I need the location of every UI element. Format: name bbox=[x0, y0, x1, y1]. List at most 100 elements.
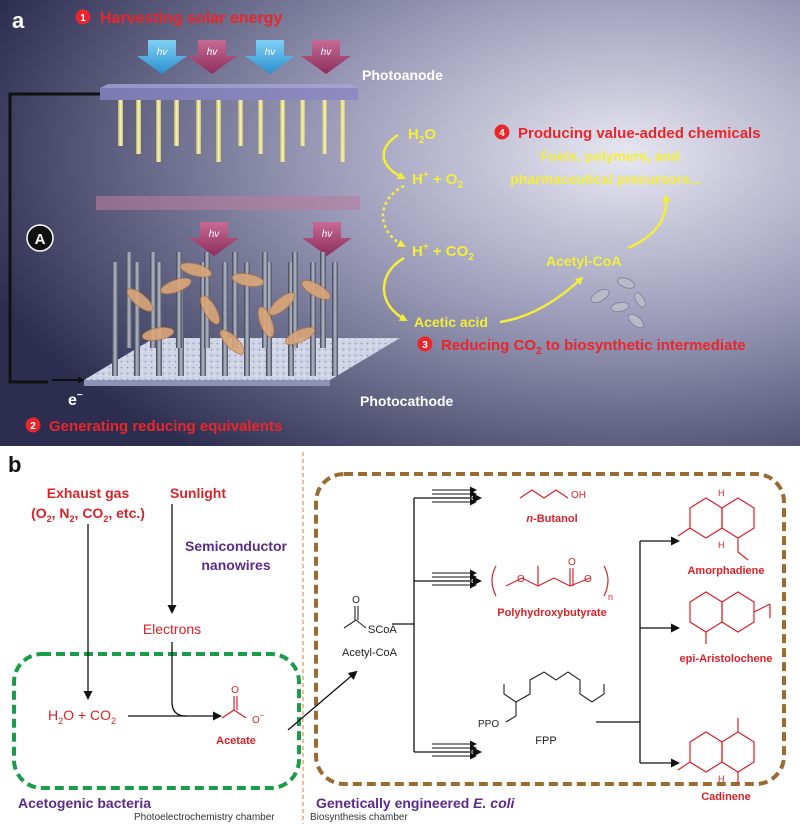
svg-text:hv: hv bbox=[157, 47, 169, 58]
products-line-1: Fuels, polymers, and bbox=[540, 148, 679, 164]
svg-text:4: 4 bbox=[499, 128, 505, 139]
cadinene-structure bbox=[677, 718, 755, 784]
acetyl-coa-label: Acetyl-CoA bbox=[546, 253, 621, 269]
amorphadiene-h-bottom: H bbox=[718, 540, 725, 550]
floating-bacteria bbox=[590, 277, 646, 329]
svg-text:A: A bbox=[35, 231, 46, 248]
chamber-left-label: Photoelectrochemistry chamber bbox=[134, 812, 275, 823]
svg-text:hv: hv bbox=[265, 47, 277, 58]
bacterium bbox=[219, 329, 245, 355]
fpp-label: FPP bbox=[535, 735, 556, 747]
bacterium bbox=[284, 326, 316, 346]
photocathode-plate-edge bbox=[84, 380, 330, 386]
photoanode-label: Photoanode bbox=[362, 67, 443, 83]
left-arrows bbox=[83, 504, 358, 731]
bacterium bbox=[257, 306, 275, 338]
nanowire bbox=[134, 262, 140, 376]
phb-oxygen-1: O bbox=[517, 574, 525, 585]
acetate-structure bbox=[221, 696, 247, 719]
photon-arrow-blue: hv bbox=[245, 40, 295, 74]
svg-text:Generating reducing equivalent: Generating reducing equivalents bbox=[49, 418, 282, 435]
nanowire bbox=[262, 252, 268, 348]
nanowire bbox=[118, 100, 123, 146]
arrow-co2-reduction bbox=[382, 256, 408, 322]
nanowire bbox=[332, 262, 338, 376]
nanowire bbox=[222, 262, 228, 376]
cadinene-h: H bbox=[718, 774, 725, 784]
arrow-to-acetyl-coa bbox=[499, 276, 584, 324]
amorphadiene-structure bbox=[677, 497, 755, 561]
svg-text:hv: hv bbox=[209, 229, 221, 240]
arrow-proton-transfer bbox=[381, 184, 406, 248]
svg-text:hv: hv bbox=[207, 47, 219, 58]
svg-text:hv: hv bbox=[322, 229, 334, 240]
step-3-label: 3 Reducing CO2 to biosynthetic intermedi… bbox=[417, 336, 746, 357]
bacteria-cluster bbox=[126, 262, 331, 355]
external-circuit bbox=[8, 92, 100, 384]
photon-arrows-top: hv hv hv hv bbox=[137, 40, 351, 74]
nanowire bbox=[322, 100, 327, 154]
nanowire bbox=[320, 252, 326, 348]
ammeter: A bbox=[26, 224, 54, 252]
n-butanol-label: n-Butanol bbox=[526, 513, 577, 525]
panel-b-pathway: b Exhaust gas (O2, N2, CO2, etc.) Sunlig… bbox=[8, 452, 786, 824]
nanowire bbox=[232, 252, 238, 348]
svg-text:Reducing CO2 to biosynthetic i: Reducing CO2 to biosynthetic intermediat… bbox=[441, 337, 746, 357]
svg-text:hv: hv bbox=[321, 47, 333, 58]
semiconductor-label-2: nanowires bbox=[201, 557, 270, 573]
ecoli-box bbox=[314, 472, 786, 786]
amorphadiene-h-top: H bbox=[718, 488, 725, 498]
bacterium bbox=[268, 292, 296, 316]
acetyl-coa-oxygen: O bbox=[352, 595, 360, 606]
electrons-label: Electrons bbox=[143, 621, 201, 637]
semiconductor-label-1: Semiconductor bbox=[185, 538, 287, 554]
nanowire bbox=[112, 262, 118, 376]
bacterium bbox=[160, 277, 192, 295]
fpp-structure bbox=[505, 671, 605, 723]
cadinene-label: Cadinene bbox=[701, 791, 751, 803]
proton-oxygen-label: H+ + O2 bbox=[412, 170, 463, 191]
svg-text:3: 3 bbox=[422, 340, 428, 351]
nanowire bbox=[196, 100, 201, 154]
multistep-arrows bbox=[432, 486, 477, 760]
photoanode-plate-top bbox=[100, 84, 358, 88]
phb-oxygen-3: O bbox=[584, 574, 592, 585]
exhaust-gas-composition: (O2, N2, CO2, etc.) bbox=[31, 505, 145, 524]
branch-arrows bbox=[392, 493, 680, 768]
nanowire bbox=[136, 100, 141, 154]
amorphadiene-label: Amorphadiene bbox=[687, 565, 764, 577]
nanowire bbox=[292, 252, 298, 348]
bacterium bbox=[301, 280, 331, 300]
acetyl-coa-structure bbox=[343, 606, 367, 629]
sunlight-label: Sunlight bbox=[170, 485, 226, 501]
acetate-label: Acetate bbox=[216, 735, 256, 747]
electron-label: e− bbox=[68, 390, 83, 409]
fpp-branch bbox=[503, 684, 517, 703]
epi-aristolochene-label: epi-Aristolochene bbox=[680, 653, 773, 665]
membrane bbox=[96, 196, 360, 210]
acetyl-coa-label: Acetyl-CoA bbox=[342, 647, 398, 659]
bacterium bbox=[126, 288, 154, 312]
photon-arrow-magenta: hv bbox=[189, 222, 239, 256]
panel-a-schematic: a 1 Harvesting solar energy hv hv hv hv … bbox=[0, 0, 800, 446]
epi-aristolochene-structure bbox=[689, 591, 771, 644]
acetyl-coa-scoa: SCoA bbox=[368, 624, 397, 636]
panel-a-label: a bbox=[12, 8, 25, 33]
step-4-label: 4 Producing value-added chemicals bbox=[494, 124, 761, 142]
nanowire bbox=[176, 252, 182, 348]
step-1-label: 1 Harvesting solar energy bbox=[75, 9, 282, 27]
svg-text:2: 2 bbox=[30, 421, 36, 432]
photocathode-label: Photocathode bbox=[360, 393, 454, 409]
arrow-to-products bbox=[627, 194, 671, 250]
nanowire bbox=[126, 252, 132, 348]
arrow-water-oxidation bbox=[382, 133, 406, 180]
phb-n: n bbox=[608, 592, 613, 602]
nanowire bbox=[156, 262, 162, 376]
nanowire bbox=[310, 262, 316, 376]
phb-oxygen-2: O bbox=[568, 557, 576, 568]
nanowire bbox=[280, 100, 285, 162]
photon-arrow-blue: hv bbox=[137, 40, 187, 74]
nanowire bbox=[244, 262, 250, 376]
water-label: H2O bbox=[408, 126, 436, 146]
nanowire bbox=[288, 262, 294, 376]
